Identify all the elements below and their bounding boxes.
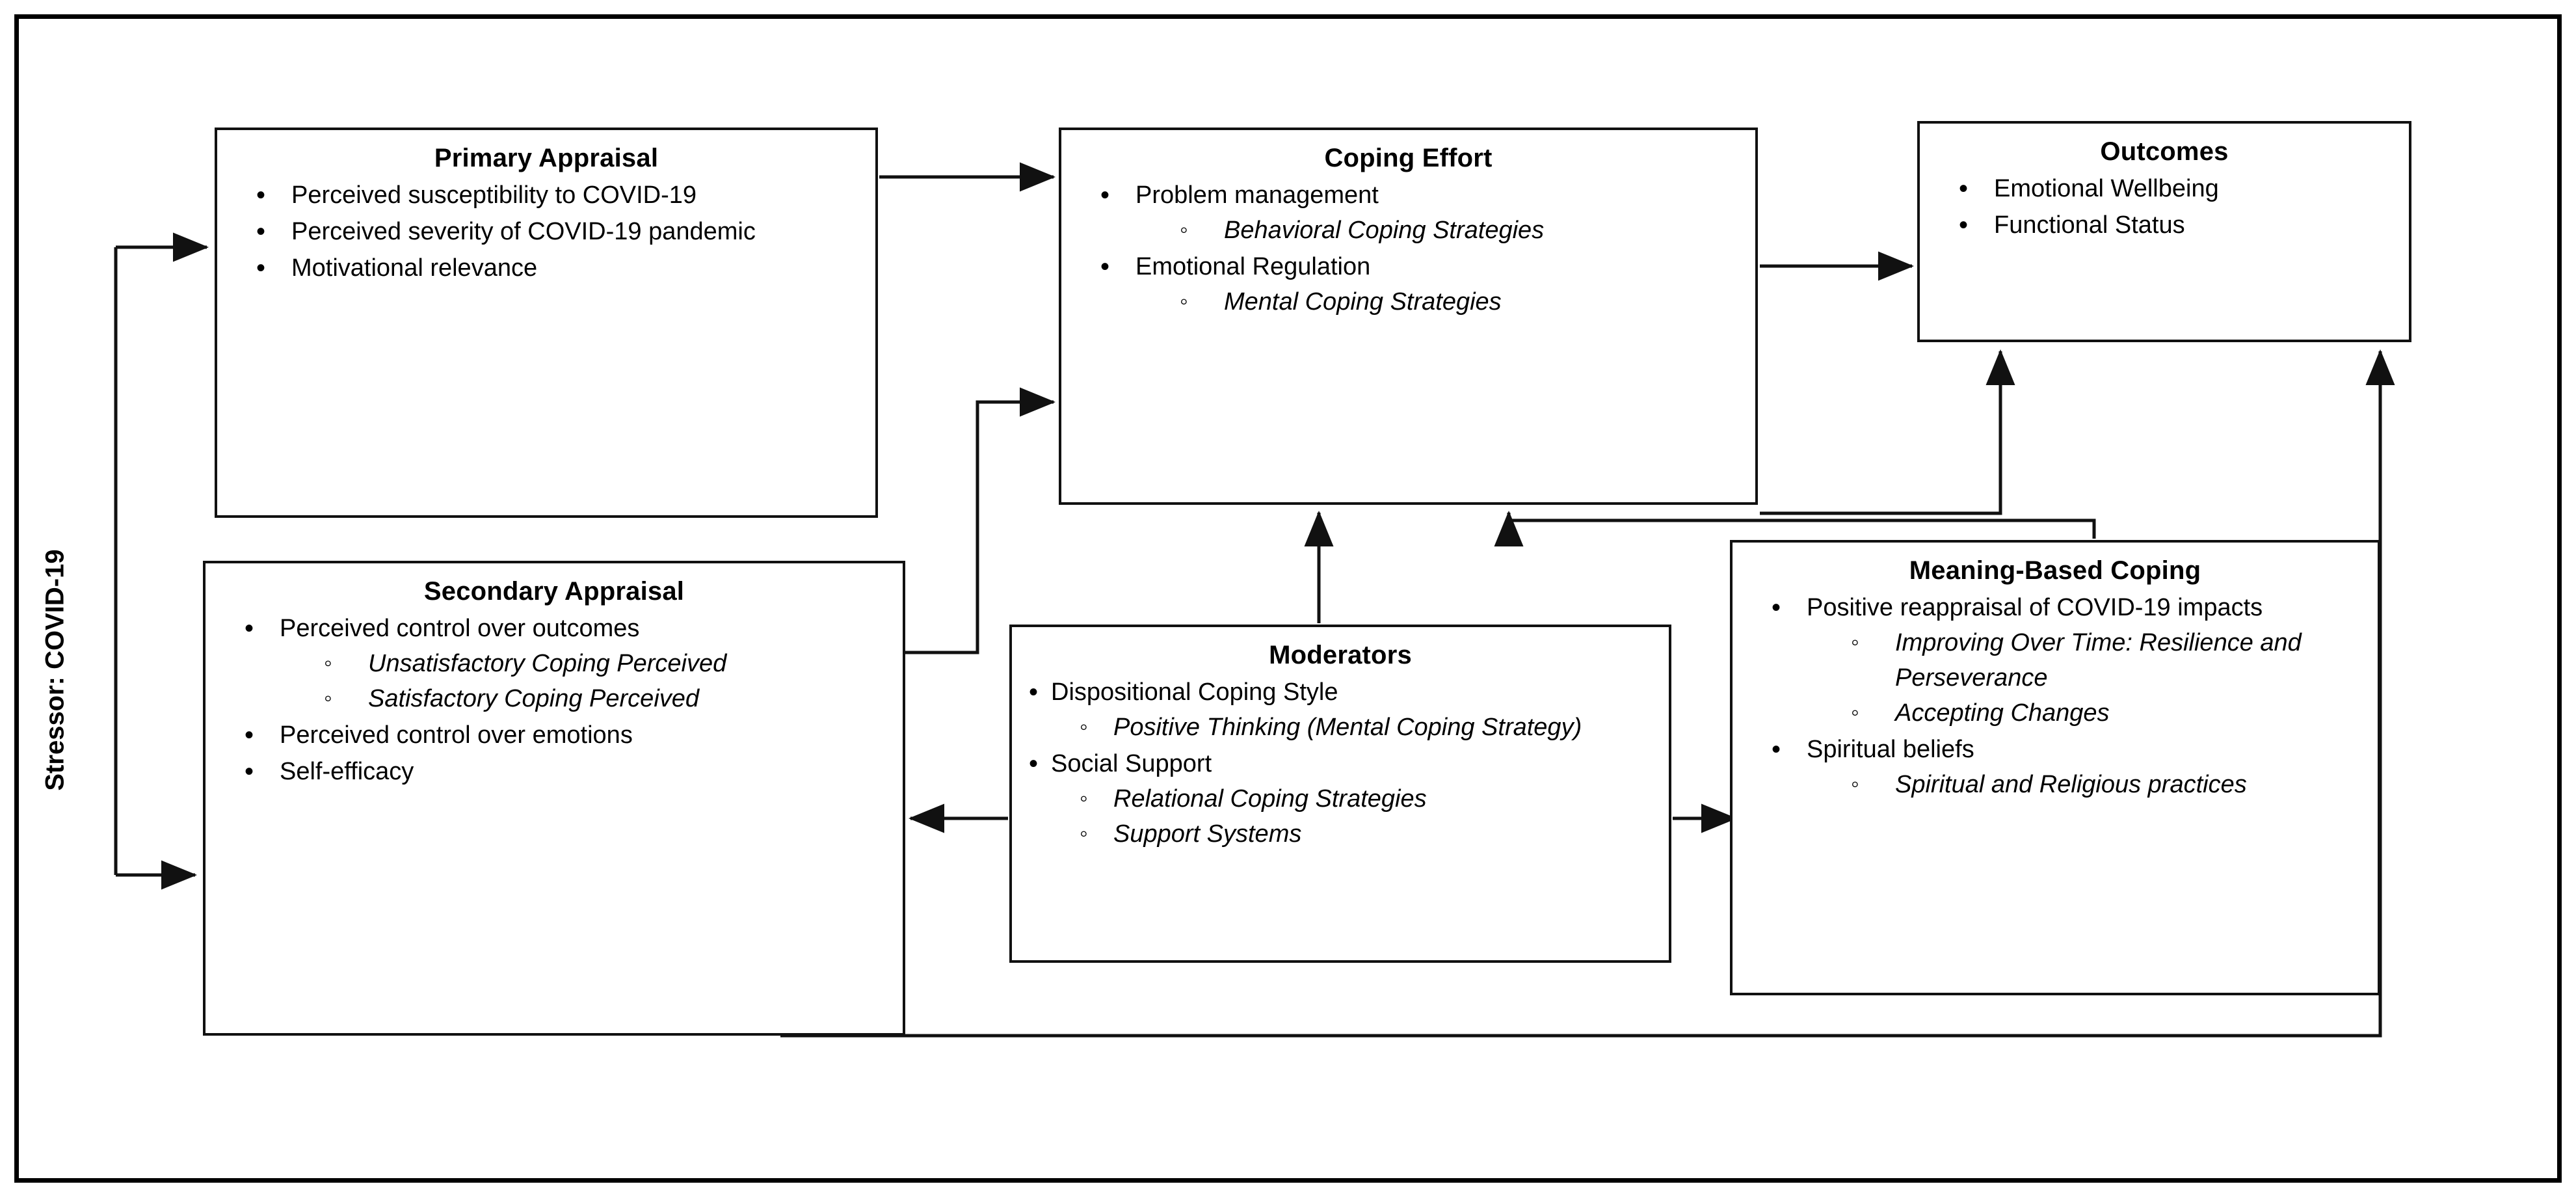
node-item-list: Problem management Behavioral Coping Str… bbox=[1061, 177, 1755, 320]
sub-item-list: Behavioral Coping Strategies bbox=[1135, 213, 1745, 249]
list-item: Spiritual beliefs Spiritual and Religiou… bbox=[1766, 731, 2367, 803]
node-item-list: Perceived susceptibility to COVID-19 Per… bbox=[217, 177, 875, 287]
node-secondary-appraisal[interactable]: Secondary Appraisal Perceived control ov… bbox=[203, 561, 905, 1036]
list-item: Self-efficacy bbox=[239, 753, 892, 790]
stressor-label: Stressor: COVID-19 bbox=[40, 549, 70, 791]
node-title: Coping Effort bbox=[1324, 144, 1493, 172]
sub-list-item: Support Systems bbox=[1077, 816, 1658, 852]
sub-list-item: Satisfactory Coping Perceived bbox=[321, 681, 892, 717]
list-item: Perceived susceptibility to COVID-19 bbox=[251, 177, 865, 214]
sub-list-item: Accepting Changes bbox=[1848, 695, 2367, 731]
list-item: Perceived control over outcomes Unsatisf… bbox=[239, 610, 892, 717]
sub-list-item: Mental Coping Strategies bbox=[1177, 284, 1745, 320]
item-text: Positive reappraisal of COVID-19 impacts bbox=[1807, 594, 2263, 621]
node-title: Primary Appraisal bbox=[434, 144, 659, 172]
node-outcomes[interactable]: Outcomes Emotional Wellbeing Functional … bbox=[1917, 121, 2411, 342]
node-title: Outcomes bbox=[2100, 137, 2229, 166]
item-text: Dispositional Coping Style bbox=[1051, 679, 1338, 706]
sub-list-item: Spiritual and Religious practices bbox=[1848, 767, 2367, 803]
sub-list-item: Behavioral Coping Strategies bbox=[1177, 213, 1745, 249]
list-item: Perceived control over emotions bbox=[239, 717, 892, 754]
node-moderators[interactable]: Moderators Dispositional Coping Style Po… bbox=[1009, 625, 1671, 963]
item-text: Motivational relevance bbox=[291, 254, 538, 282]
list-item: Social Support Relational Coping Strateg… bbox=[1029, 746, 1658, 852]
sub-item-list: Improving Over Time: Resilience and Pers… bbox=[1807, 625, 2367, 731]
sub-item-list: Mental Coping Strategies bbox=[1135, 284, 1745, 320]
node-title: Secondary Appraisal bbox=[423, 577, 685, 606]
node-title: Moderators bbox=[1269, 641, 1412, 669]
list-item: Positive reappraisal of COVID-19 impacts… bbox=[1766, 589, 2367, 731]
item-text: Self-efficacy bbox=[280, 757, 414, 785]
item-text: Emotional Regulation bbox=[1135, 252, 1371, 280]
node-item-list: Emotional Wellbeing Functional Status bbox=[1920, 170, 2409, 244]
item-text: Perceived control over outcomes bbox=[280, 615, 640, 642]
item-text: Social Support bbox=[1051, 749, 1212, 777]
node-item-list: Perceived control over outcomes Unsatisf… bbox=[206, 610, 903, 790]
sub-list-item: Positive Thinking (Mental Coping Strateg… bbox=[1077, 710, 1658, 746]
item-text: Problem management bbox=[1135, 182, 1379, 209]
sub-item-list: Unsatisfactory Coping Perceived Satisfac… bbox=[280, 646, 892, 717]
sub-list-item: Improving Over Time: Resilience and Pers… bbox=[1848, 625, 2367, 696]
sub-item-list: Relational Coping Strategies Support Sys… bbox=[1051, 781, 1658, 852]
sub-item-list: Spiritual and Religious practices bbox=[1807, 767, 2367, 803]
sub-list-item: Unsatisfactory Coping Perceived bbox=[321, 646, 892, 682]
item-text: Emotional Wellbeing bbox=[1994, 175, 2219, 202]
list-item: Emotional Wellbeing bbox=[1954, 170, 2398, 208]
node-item-list: Positive reappraisal of COVID-19 impacts… bbox=[1733, 589, 2378, 803]
item-text: Perceived severity of COVID-19 pandemic bbox=[291, 217, 756, 245]
list-item: Emotional Regulation Mental Coping Strat… bbox=[1095, 249, 1745, 320]
node-coping-effort[interactable]: Coping Effort Problem management Behavio… bbox=[1059, 128, 1758, 505]
list-item: Problem management Behavioral Coping Str… bbox=[1095, 177, 1745, 249]
node-title: Meaning-Based Coping bbox=[1909, 556, 2201, 585]
sub-list-item: Relational Coping Strategies bbox=[1077, 781, 1658, 817]
node-meaning-based-coping[interactable]: Meaning-Based Coping Positive reappraisa… bbox=[1730, 540, 2380, 995]
list-item: Functional Status bbox=[1954, 207, 2398, 244]
item-text: Spiritual beliefs bbox=[1807, 735, 1974, 763]
item-text: Perceived susceptibility to COVID-19 bbox=[291, 182, 697, 209]
node-primary-appraisal[interactable]: Primary Appraisal Perceived susceptibili… bbox=[215, 128, 878, 518]
sub-item-list: Positive Thinking (Mental Coping Strateg… bbox=[1051, 710, 1658, 746]
list-item: Perceived severity of COVID-19 pandemic bbox=[251, 213, 865, 250]
node-item-list: Dispositional Coping Style Positive Thin… bbox=[1012, 674, 1669, 852]
item-text: Perceived control over emotions bbox=[280, 721, 633, 749]
item-text: Functional Status bbox=[1994, 211, 2185, 239]
list-item: Dispositional Coping Style Positive Thin… bbox=[1029, 674, 1658, 746]
list-item: Motivational relevance bbox=[251, 250, 865, 287]
